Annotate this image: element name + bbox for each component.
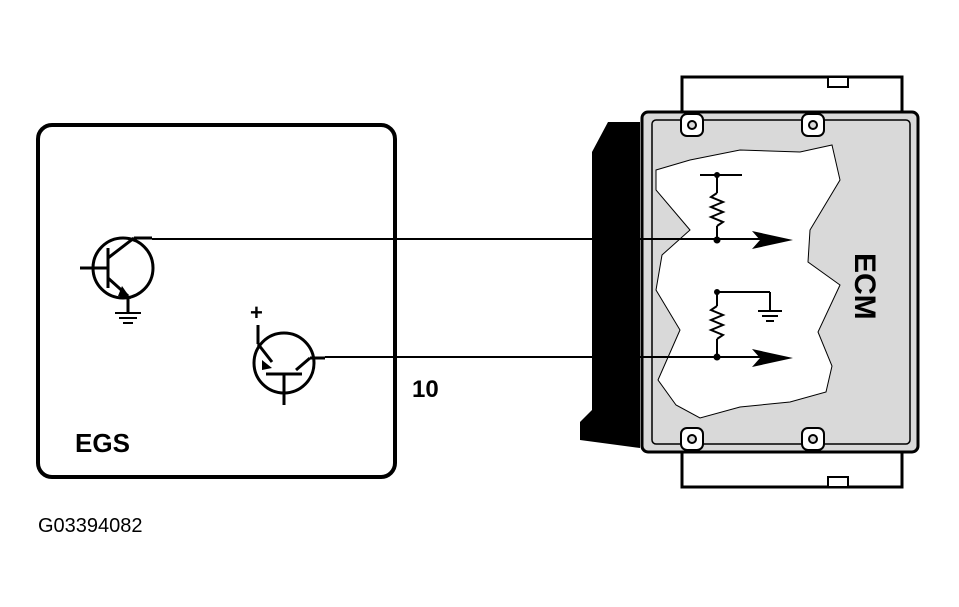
ecm-cutaway [655, 144, 841, 419]
egs-module: + EGS [36, 123, 397, 479]
arrow-icon [752, 231, 793, 367]
plus-sign: + [250, 300, 263, 325]
ecm-top-bracket [680, 75, 904, 114]
pin-label: 10 [412, 376, 439, 403]
ecm-label: ECM [848, 253, 881, 320]
ecm-module: ECM [580, 75, 920, 489]
ecm-bottom-bracket [680, 450, 904, 489]
ground-icon [115, 312, 141, 324]
egs-box [36, 123, 397, 479]
npn-transistor-icon [80, 236, 155, 312]
figure-id: G03394082 [38, 515, 143, 537]
ecm-connector-shadow [580, 122, 640, 448]
egs-label: EGS [75, 428, 130, 458]
signal-wires [152, 238, 760, 358]
ground-icon [758, 310, 782, 322]
mounting-hole-icon [680, 113, 825, 451]
pnp-transistor-icon [252, 325, 325, 405]
